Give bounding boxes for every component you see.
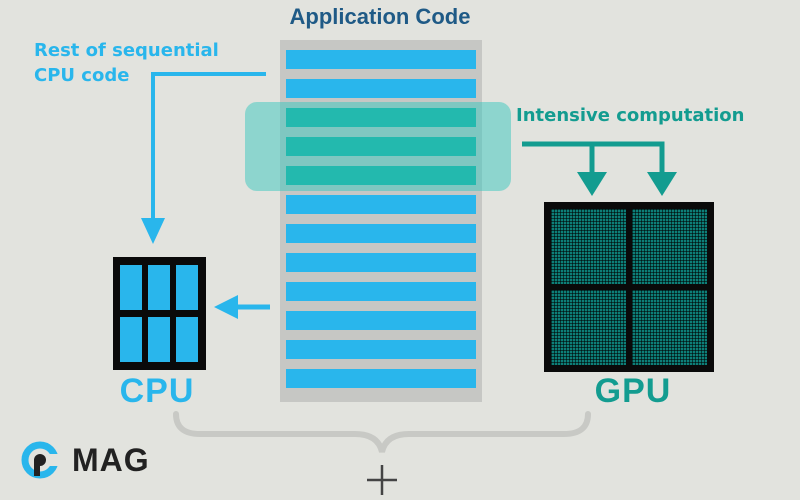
code-line — [286, 311, 476, 330]
cpu-core — [148, 317, 170, 362]
gpu-core-block — [632, 290, 707, 365]
cpu-core — [120, 265, 142, 310]
code-line — [286, 340, 476, 359]
gpu-core-block — [632, 209, 707, 284]
intensive-computation-arrow — [522, 141, 665, 176]
cpu-chip — [113, 257, 206, 370]
sequential-code-arrowhead — [141, 218, 165, 244]
cpu-note-line-1: Rest of sequential — [34, 40, 219, 61]
diagram-title: Application Code — [289, 4, 471, 29]
pmag-logo-icon — [21, 441, 62, 479]
column-to-cpu-arrow — [214, 295, 270, 319]
gpu-core-block — [551, 290, 626, 365]
cpu-core — [176, 265, 198, 310]
gpu-label: GPU — [594, 372, 672, 410]
gpu-arrowhead-left — [577, 172, 607, 196]
code-line — [286, 369, 476, 388]
gpu-core-block — [551, 209, 626, 284]
gpu-arrowhead-right — [647, 172, 677, 196]
sequential-code-arrow — [151, 72, 266, 222]
cpu-label: CPU — [119, 372, 195, 410]
cpu-core — [176, 317, 198, 362]
pmag-logo: MAG — [20, 440, 160, 480]
sequential-code-arrow-line — [151, 72, 266, 222]
cpu-core — [148, 265, 170, 310]
cpu-core — [120, 317, 142, 362]
code-line — [286, 79, 476, 98]
code-line — [286, 282, 476, 301]
cpu-note: Rest of sequential CPU code — [34, 38, 219, 88]
combine-brace — [173, 411, 591, 453]
intensive-code-highlight — [245, 102, 511, 191]
gpu-chip — [544, 202, 714, 372]
gpu-note: Intensive computation — [516, 105, 745, 126]
cpu-note-line-2: CPU code — [34, 65, 130, 86]
code-line — [286, 224, 476, 243]
code-line — [286, 50, 476, 69]
logo-text: MAG — [72, 442, 150, 478]
code-line — [286, 253, 476, 272]
code-line — [286, 195, 476, 214]
plus-icon — [367, 465, 397, 495]
